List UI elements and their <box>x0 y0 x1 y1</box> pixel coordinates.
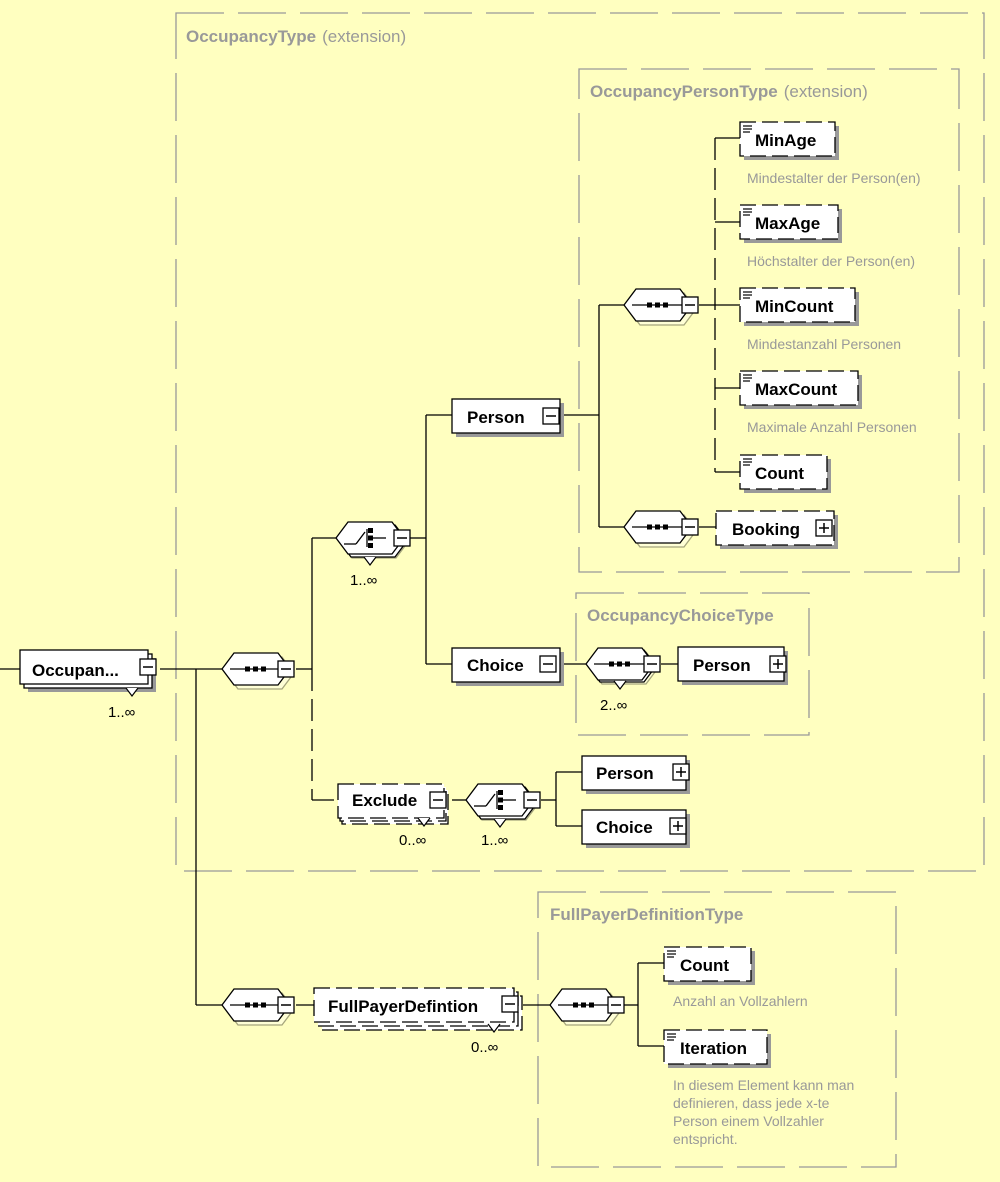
max-age-element[interactable]: MaxAge <box>739 204 842 243</box>
exclude-choice-occurrence: 1..∞ <box>481 832 509 849</box>
occupancy-occurrence: 1..∞ <box>108 704 136 721</box>
root-sequence-compositor[interactable] <box>221 652 295 690</box>
connectors <box>0 137 740 1047</box>
full-payer-type-sequence-compositor[interactable] <box>549 988 625 1026</box>
collapse-icon <box>501 995 519 1013</box>
min-age-label: MinAge <box>755 131 816 150</box>
collapse-icon <box>277 660 295 678</box>
iteration-doc-line: entspricht. <box>673 1131 738 1147</box>
choice-type-sequence-occurrence: 2..∞ <box>600 697 628 714</box>
max-age-doc: Höchstalter der Person(en) <box>747 253 915 269</box>
full-payer-definition-occurrence: 0..∞ <box>471 1039 499 1056</box>
min-count-doc: Mindestanzahl Personen <box>747 336 901 352</box>
full-payer-count-doc: Anzahl an Vollzahlern <box>673 993 808 1009</box>
count-label: Count <box>755 464 804 483</box>
choice-type-person-label: Person <box>693 656 751 675</box>
choice-label: Choice <box>467 656 524 675</box>
max-age-label: MaxAge <box>755 214 820 233</box>
full-payer-definition-element[interactable]: FullPayerDefintion <box>313 987 523 1033</box>
exclude-choice-label: Choice <box>596 818 653 837</box>
full-payer-definition-type-group: FullPayerDefinitionType <box>537 891 897 1168</box>
min-count-label: MinCount <box>755 297 834 316</box>
choice-element[interactable]: Choice <box>451 647 564 686</box>
full-payer-definition-label: FullPayerDefintion <box>328 997 478 1016</box>
choice-type-person-element[interactable]: Person <box>677 646 788 685</box>
occupancy-person-type-title: OccupancyPersonType(extension) <box>590 82 868 101</box>
max-count-doc: Maximale Anzahl Personen <box>747 419 917 435</box>
collapse-icon <box>681 296 699 314</box>
exclude-element[interactable]: Exclude <box>337 783 449 827</box>
collapse-icon <box>429 791 447 809</box>
count-element[interactable]: Count <box>739 454 831 493</box>
main-choice-occurrence: 1..∞ <box>350 572 378 589</box>
occupancy-label: Occupan... <box>32 661 119 680</box>
expand-icon <box>815 519 833 537</box>
exclude-choice-element[interactable]: Choice <box>581 809 690 848</box>
collapse-icon <box>607 996 625 1014</box>
collapse-icon <box>542 407 560 425</box>
full-payer-count-label: Count <box>680 956 729 975</box>
occupancy-choice-type-group: OccupancyChoiceType <box>575 592 810 736</box>
iteration-element[interactable]: Iteration <box>663 1029 771 1068</box>
occupancy-person-type-group: OccupancyPersonType(extension) <box>578 68 960 573</box>
max-count-element[interactable]: MaxCount <box>739 370 862 409</box>
iteration-doc-line: In diesem Element kann man <box>673 1077 854 1093</box>
iteration-label: Iteration <box>680 1039 747 1058</box>
exclude-person-label: Person <box>596 764 654 783</box>
expand-icon <box>672 763 690 781</box>
occupancy-type-group: OccupancyType(extension) <box>175 12 985 872</box>
iteration-doc-line: Person einem Vollzahler <box>673 1113 824 1129</box>
full-payer-count-element[interactable]: Count <box>663 946 755 985</box>
collapse-icon <box>277 996 295 1014</box>
full-payer-sequence-compositor[interactable] <box>221 988 295 1026</box>
expand-icon <box>769 655 787 673</box>
person-sequence-compositor[interactable] <box>623 288 699 326</box>
collapse-icon <box>393 529 411 547</box>
occupancy-element[interactable]: Occupan... <box>19 649 157 697</box>
expand-icon <box>669 817 687 835</box>
exclude-label: Exclude <box>352 791 417 810</box>
exclude-occurrence: 0..∞ <box>399 832 427 849</box>
min-age-element[interactable]: MinAge <box>739 121 839 160</box>
collapse-icon <box>681 518 699 536</box>
choice-type-sequence-compositor[interactable] <box>585 647 661 690</box>
collapse-icon <box>539 655 557 673</box>
booking-sequence-compositor[interactable] <box>623 510 699 548</box>
collapse-icon <box>523 791 541 809</box>
booking-element[interactable]: Booking <box>715 510 838 549</box>
booking-label: Booking <box>732 520 800 539</box>
min-count-element[interactable]: MinCount <box>739 287 859 326</box>
person-element[interactable]: Person <box>451 398 564 437</box>
main-choice-compositor[interactable] <box>335 521 411 566</box>
full-payer-definition-type-title: FullPayerDefinitionType <box>550 905 743 924</box>
collapse-icon <box>643 655 661 673</box>
min-age-doc: Mindestalter der Person(en) <box>747 170 921 186</box>
iteration-doc-line: definieren, dass jede x-te <box>673 1095 830 1111</box>
exclude-choice-compositor[interactable] <box>465 783 541 828</box>
occupancy-type-title: OccupancyType(extension) <box>186 27 406 46</box>
exclude-person-element[interactable]: Person <box>581 755 690 794</box>
occupancy-choice-type-title: OccupancyChoiceType <box>587 606 774 625</box>
person-label: Person <box>467 408 525 427</box>
max-count-label: MaxCount <box>755 380 838 399</box>
collapse-icon <box>139 658 157 676</box>
